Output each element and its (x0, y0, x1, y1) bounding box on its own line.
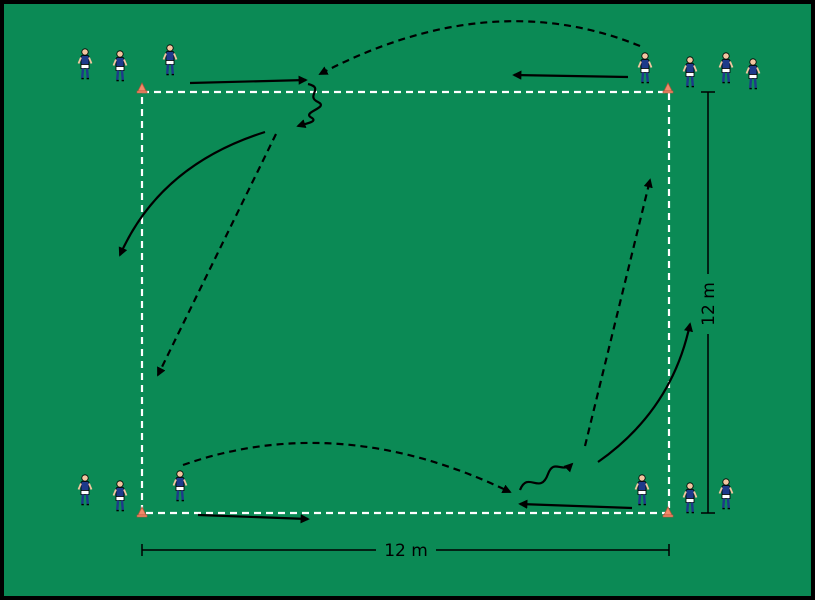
dimension-horizontal: 12 m (141, 541, 670, 561)
run-arrow-bottom-left (197, 513, 310, 524)
run-arrow-top-left (189, 75, 308, 85)
run-arrow-bottom-right (518, 499, 633, 510)
pass-arrow-diagonal-right (583, 178, 653, 447)
pitch (4, 4, 811, 596)
dimension-vertical-label: 12 m (699, 282, 719, 326)
dimension-horizontal-label: 12 m (384, 541, 428, 561)
dimension-vertical: 12 m (699, 91, 719, 514)
boundary-square (140, 90, 671, 515)
dribble-top (296, 82, 322, 129)
run-arrow-top-right (512, 70, 629, 80)
run-arrows (118, 70, 694, 524)
run-arrow-right-curve (597, 322, 694, 463)
pass-arrow-diagonal-left (157, 133, 277, 377)
pass-arrows (157, 20, 653, 493)
pass-arrow-top-arc (318, 20, 641, 75)
dribble-bottom (518, 462, 574, 491)
dribble-lines (296, 82, 574, 491)
run-arrow-left-curve (118, 130, 266, 257)
pass-arrow-bottom-arc (182, 441, 512, 493)
